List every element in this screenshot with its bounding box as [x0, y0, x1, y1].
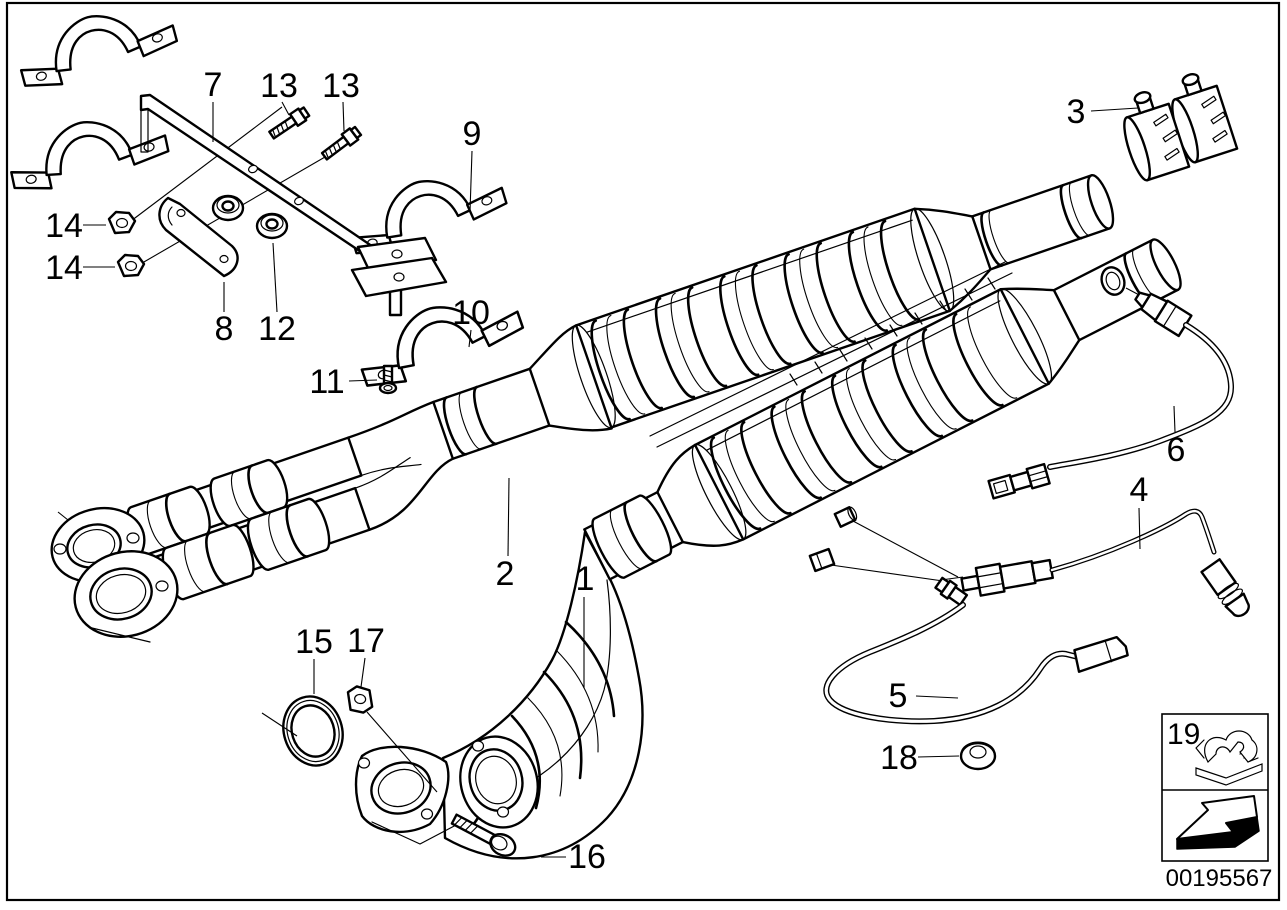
cable-plug [1073, 635, 1129, 673]
callout-10: 10 [452, 294, 490, 332]
legend-box [1161, 713, 1269, 862]
grommet-item18 [959, 741, 997, 771]
callout-14b: 14 [45, 249, 83, 287]
clip-icon [1195, 730, 1263, 786]
callout-8: 8 [215, 310, 234, 348]
callout-6: 6 [1167, 431, 1186, 469]
hex-nut-14a [107, 210, 137, 235]
callout-11: 11 [309, 363, 344, 401]
callout-12: 12 [258, 310, 296, 348]
hex-bolt-13a [268, 106, 311, 140]
sensor-cable-item5 [823, 576, 1129, 725]
callout-5: 5 [889, 677, 908, 715]
callout-13a: 13 [260, 67, 298, 105]
rubber-bushing-1 [211, 194, 245, 222]
callout-15: 15 [295, 623, 333, 661]
callout-3: 3 [1067, 93, 1086, 131]
sensor-connector [987, 462, 1051, 500]
callout-13b: 13 [322, 67, 360, 105]
callout-labels: 7 13 13 9 3 14 14 8 12 10 11 2 1 6 4 15 … [45, 66, 1200, 876]
callout-7: 7 [204, 66, 223, 104]
screw-item11 [378, 364, 398, 395]
temp-sensor-item4 [940, 508, 1250, 618]
callout-16: 16 [568, 838, 606, 876]
direction-arrow-icon [1176, 795, 1260, 850]
hex-nut-item17 [346, 685, 374, 714]
front-flange-lower [73, 550, 179, 643]
hex-bolt-13b [320, 125, 363, 161]
bar-end-plates [350, 236, 448, 298]
callout-19: 19 [1167, 718, 1200, 751]
hex-nut-14b [116, 253, 146, 278]
gasket-ring-item15 [282, 695, 344, 767]
callout-17: 17 [347, 622, 385, 660]
catalytic-converter-right [583, 238, 1182, 581]
shield-joint-strip [649, 261, 1013, 448]
callout-9: 9 [463, 115, 482, 153]
callout-18: 18 [880, 739, 918, 777]
oxygen-sensor-item6 [987, 266, 1235, 500]
downpipe-flange-gusset [354, 745, 459, 845]
callout-leaders [83, 101, 1176, 858]
callout-2: 2 [496, 555, 515, 593]
rubber-bushing-2 [255, 212, 289, 240]
flange-bolt-item16 [450, 813, 517, 857]
sensor-bosses [808, 506, 959, 583]
downpipe-flange-front [459, 735, 539, 829]
curved-plate-item8 [158, 196, 239, 278]
callout-14a: 14 [45, 207, 83, 245]
callout-4: 4 [1130, 471, 1149, 509]
callout-1: 1 [576, 560, 595, 598]
part-number: 00195567 [1166, 865, 1273, 892]
